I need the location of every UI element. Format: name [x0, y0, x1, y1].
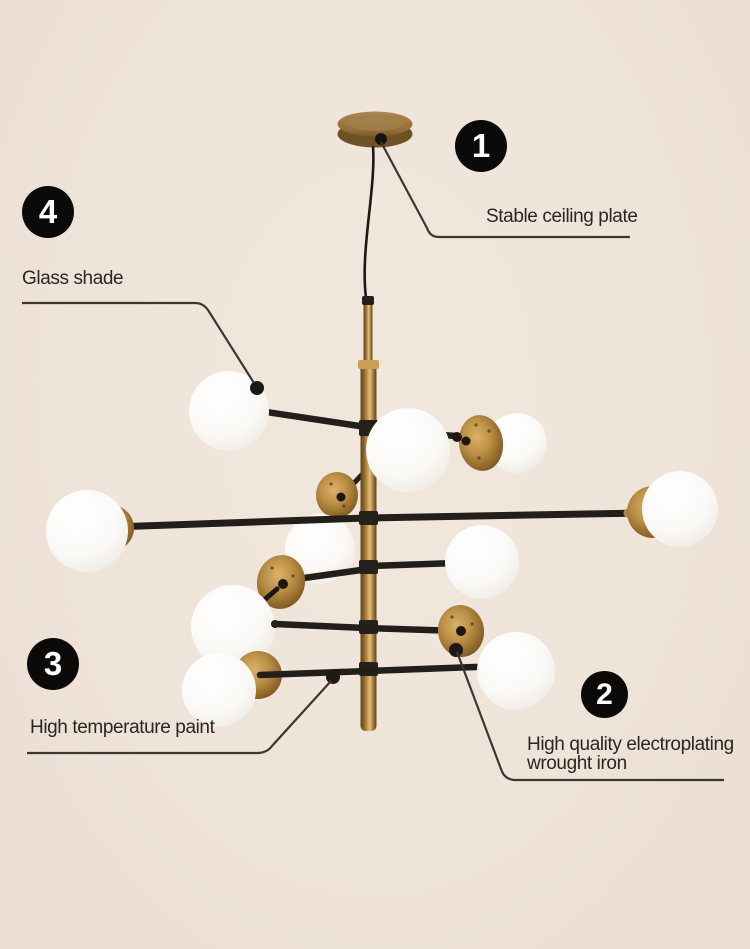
suspension-cord: [363, 145, 375, 299]
glass-ball: [642, 471, 718, 547]
leader-line-glass-shade: [22, 301, 255, 384]
callout-badge-1: 1: [455, 120, 507, 172]
callout-badge-2: 2: [581, 671, 628, 718]
leader-dot-ceiling-plate: [375, 133, 387, 145]
glass-ball: [445, 525, 519, 599]
leader-dot-high-temperature-paint: [326, 670, 340, 684]
glass-ball: [46, 490, 128, 572]
glass-ball: [191, 585, 275, 669]
callout-label-glass-shade: Glass shade: [22, 268, 124, 289]
brass-saucer: [316, 464, 372, 518]
lamp-end-left: [46, 490, 134, 572]
callout-label-high-temperature-paint: High temperature paint: [30, 717, 215, 738]
ceiling-plate: [337, 111, 413, 148]
glass-ball: [285, 514, 355, 584]
callout-label-wrought-iron: High quality electroplating wrought iron: [527, 734, 734, 774]
leader-dot-wrought-iron: [449, 643, 463, 657]
callout-badge-3: 3: [27, 638, 79, 690]
glass-ball: [366, 408, 450, 492]
lamp-end-right: [623, 471, 718, 547]
brass-saucer: [437, 605, 485, 657]
leader-dot-glass-shade: [250, 381, 264, 395]
leader-line-high-temperature-paint: [27, 680, 332, 755]
glass-ball: [189, 371, 269, 451]
arm: [271, 620, 463, 635]
brass-saucer: [452, 415, 504, 471]
callout-label-stable-ceiling-plate: Stable ceiling plate: [486, 206, 638, 227]
leader-lines: [22, 141, 724, 782]
lamp-arms-lower: [271, 620, 463, 635]
glass-ball: [182, 653, 256, 727]
leader-line-wrought-iron: [455, 651, 724, 782]
leader-line-stable-ceiling-plate: [380, 141, 630, 239]
glass-ball: [487, 413, 547, 473]
arm: [368, 559, 460, 570]
arm: [249, 406, 370, 431]
glass-ball: [477, 632, 555, 710]
callout-badge-4: 4: [22, 186, 74, 238]
